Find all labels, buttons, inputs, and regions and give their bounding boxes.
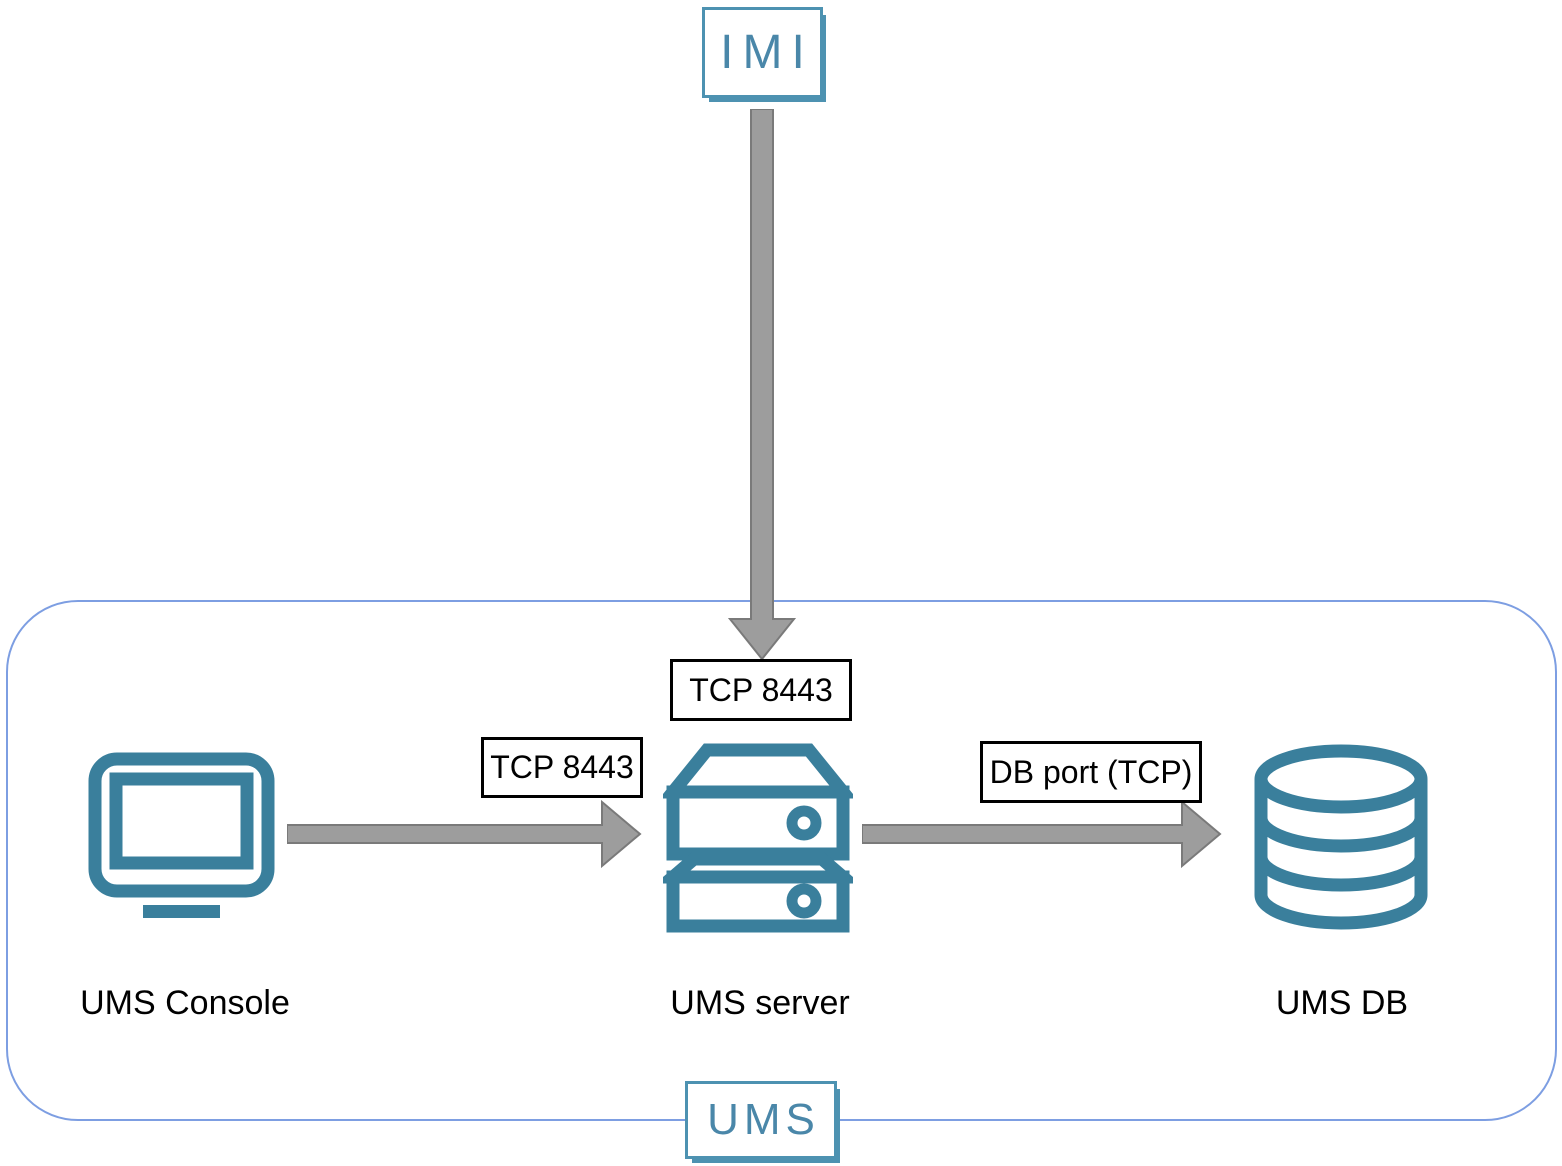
port-label-console-server-text: TCP 8443 bbox=[490, 749, 634, 785]
imi-node-label: IMI bbox=[720, 26, 814, 79]
port-label-server-db: DB port (TCP) bbox=[980, 741, 1202, 803]
port-label-imi-server-text: TCP 8443 bbox=[689, 671, 833, 708]
arrow-down-imi-to-server-icon bbox=[727, 109, 797, 661]
port-label-imi-server: TCP 8443 bbox=[670, 659, 852, 721]
ums-server-label: UMS server bbox=[670, 984, 850, 1022]
ums-group-label: UMS bbox=[707, 1095, 820, 1144]
monitor-icon bbox=[88, 752, 275, 918]
server-icon bbox=[663, 743, 853, 933]
database-icon bbox=[1254, 744, 1428, 930]
ums-group-badge: UMS bbox=[685, 1081, 837, 1159]
imi-node-box: IMI bbox=[702, 7, 823, 98]
port-label-server-db-text: DB port (TCP) bbox=[989, 753, 1193, 790]
port-label-console-server: TCP 8443 bbox=[481, 737, 643, 798]
ums-console-label: UMS Console bbox=[80, 984, 290, 1022]
arrow-right-server-to-db-icon bbox=[862, 799, 1222, 869]
arrow-right-console-to-server-icon bbox=[287, 799, 642, 869]
ums-db-label: UMS DB bbox=[1275, 984, 1409, 1022]
